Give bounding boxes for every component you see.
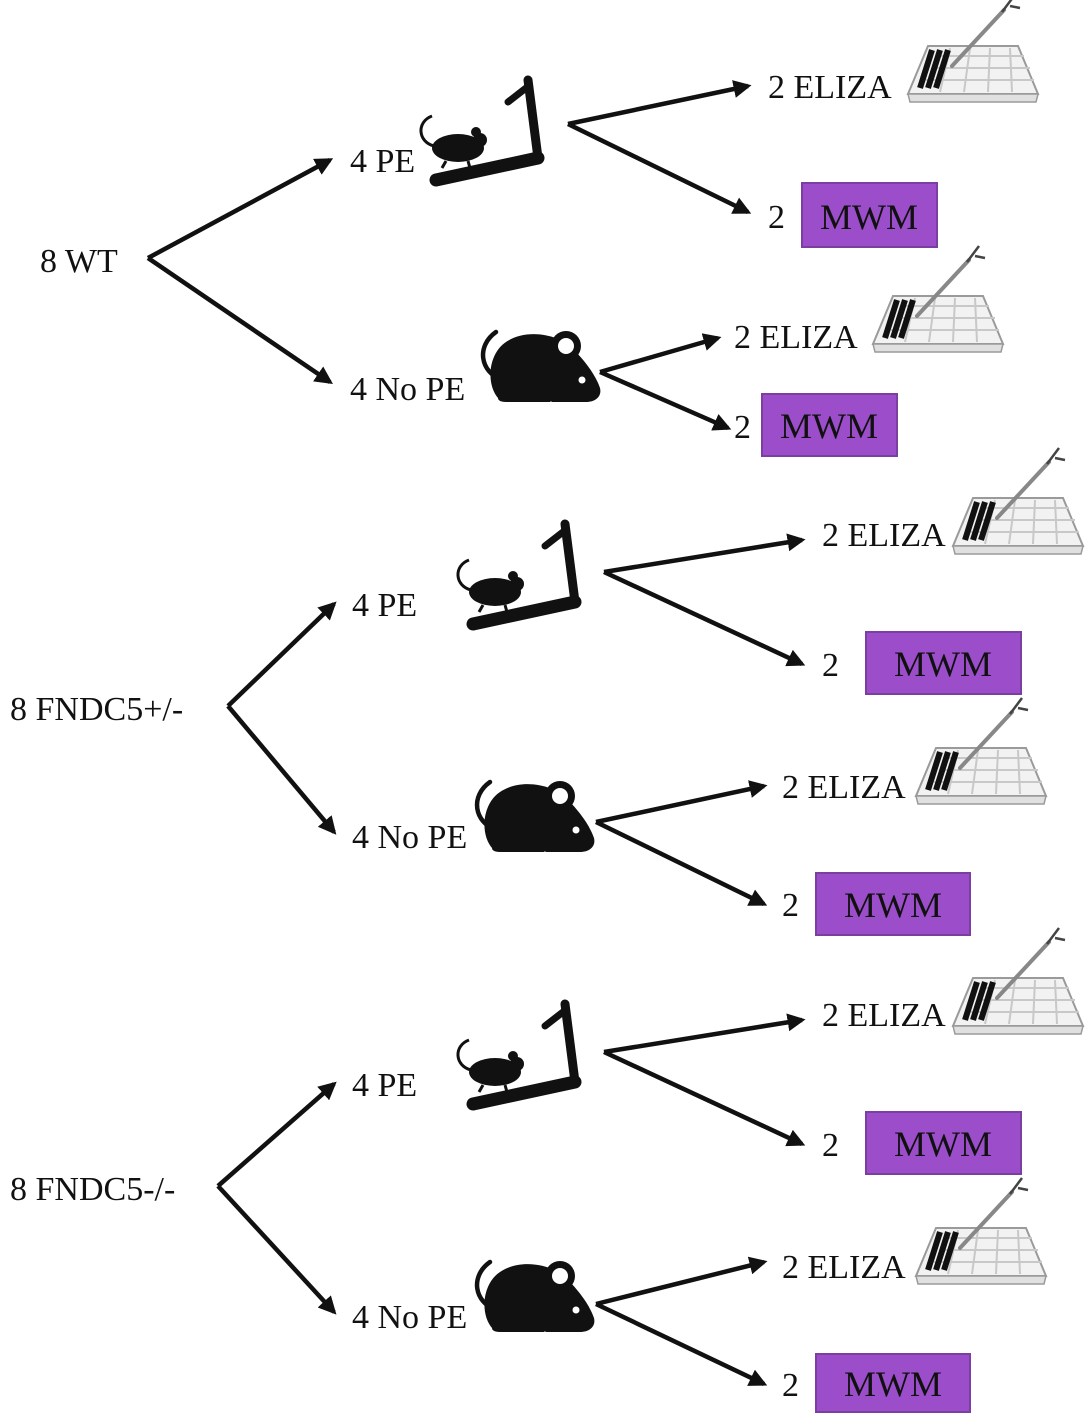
branch-label-ko-nope: 4 No PE <box>352 1299 467 1336</box>
arrow-het-pe-to-mwm <box>603 569 806 667</box>
arrow-ko-nope-to-elisa <box>595 1256 768 1307</box>
mwm-label-wt-nope: MWM <box>780 406 878 446</box>
arrow-ko-to-nope <box>216 1184 337 1315</box>
mwm-label-het-nope: MWM <box>844 885 942 925</box>
mwm-count-ko-pe: 2 <box>822 1127 839 1164</box>
mwm-count-het-nope: 2 <box>782 887 799 924</box>
elisa-label-wt-nope: 2 ELIZA <box>734 319 858 356</box>
elisa-plate-pipette-icon <box>873 246 1003 352</box>
branch-label-het-nope: 4 No PE <box>352 819 467 856</box>
mwm-box-ko-nope <box>815 1353 971 1413</box>
arrow-wt-pe-to-mwm <box>567 121 752 215</box>
branch-label-wt-nope: 4 No PE <box>350 371 465 408</box>
mwm-count-het-pe: 2 <box>822 647 839 684</box>
mwm-box-het-nope <box>815 872 971 936</box>
group-label-fndc5-het: 8 FNDC5+/- <box>10 691 183 728</box>
elisa-plate-pipette-icon <box>908 0 1038 102</box>
treadmill-mouse-icon <box>421 80 538 180</box>
elisa-plate-pipette-icon <box>953 928 1083 1034</box>
elisa-label-ko-nope: 2 ELIZA <box>782 1249 906 1286</box>
arrow-het-nope-to-mwm <box>595 819 768 907</box>
mwm-label-ko-nope: MWM <box>844 1364 942 1404</box>
mwm-label-wt-pe: MWM <box>820 197 918 237</box>
elisa-plate-pipette-icon <box>916 698 1046 804</box>
mwm-count-ko-nope: 2 <box>782 1367 799 1404</box>
group-label-wt: 8 WT <box>40 243 118 280</box>
group-label-fndc5-ko: 8 FNDC5-/- <box>10 1171 175 1208</box>
arrow-ko-pe-to-mwm <box>603 1049 806 1147</box>
elisa-label-het-nope: 2 ELIZA <box>782 769 906 806</box>
elisa-plate-pipette-icon <box>953 448 1083 554</box>
elisa-label-ko-pe: 2 ELIZA <box>822 997 946 1034</box>
arrow-wt-to-pe <box>146 158 334 260</box>
arrow-het-to-pe <box>226 601 337 708</box>
branch-label-wt-pe: 4 PE <box>350 143 415 180</box>
arrow-ko-nope-to-mwm <box>595 1301 768 1387</box>
arrow-het-nope-to-elisa <box>595 780 768 825</box>
branch-label-het-pe: 4 PE <box>352 587 417 624</box>
arrow-wt-pe-to-elisa <box>567 80 752 127</box>
mwm-box-het-pe <box>865 631 1022 695</box>
mouse-icon <box>477 1261 594 1338</box>
arrow-ko-to-pe <box>216 1081 337 1188</box>
elisa-label-het-pe: 2 ELIZA <box>822 517 946 554</box>
elisa-label-wt-pe: 2 ELIZA <box>768 69 892 106</box>
arrow-wt-nope-to-elisa <box>599 333 722 375</box>
mwm-box-ko-pe <box>865 1111 1022 1175</box>
arrow-het-to-nope <box>226 704 337 835</box>
mwm-count-wt-nope: 2 <box>734 409 751 446</box>
mwm-count-wt-pe: 2 <box>768 199 785 236</box>
mwm-box-wt-nope <box>761 393 898 457</box>
mwm-label-het-pe: MWM <box>894 644 992 684</box>
mouse-icon <box>483 331 600 408</box>
treadmill-mouse-icon <box>458 1004 575 1104</box>
mwm-label-ko-pe: MWM <box>894 1124 992 1164</box>
arrow-het-pe-to-elisa <box>603 533 806 575</box>
mwm-box-wt-pe <box>801 182 938 248</box>
treadmill-mouse-icon <box>458 524 575 624</box>
arrow-wt-nope-to-mwm <box>599 369 732 431</box>
arrow-wt-to-nope <box>146 256 333 385</box>
mouse-icon <box>477 781 594 858</box>
arrow-ko-pe-to-elisa <box>603 1013 806 1055</box>
elisa-plate-pipette-icon <box>916 1178 1046 1284</box>
branch-label-ko-pe: 4 PE <box>352 1067 417 1104</box>
